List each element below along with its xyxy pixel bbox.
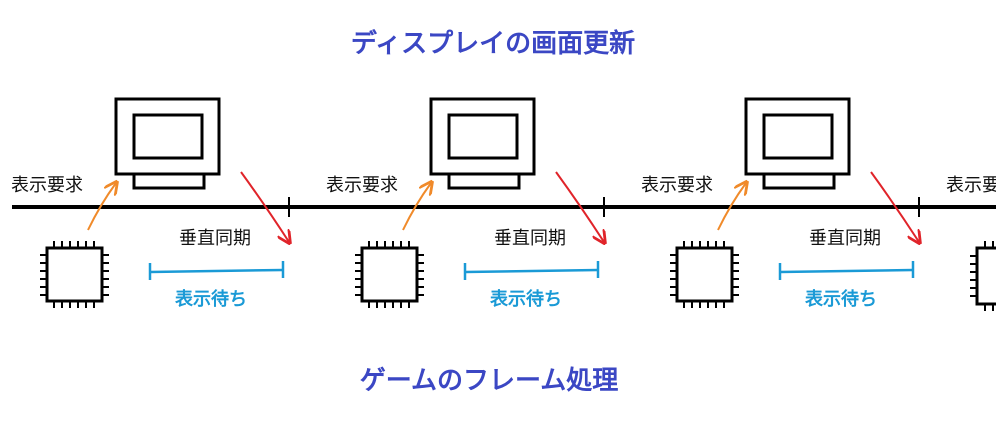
display-request-arrow xyxy=(402,183,431,231)
display-wait-bracket xyxy=(148,261,285,280)
vsync-arrow xyxy=(555,171,604,242)
display-wait-label: 表示待ち xyxy=(805,288,877,310)
display-request-label: 表示要求 xyxy=(326,175,398,196)
display-request-label: 表示要求 xyxy=(641,175,713,196)
display-request-arrow xyxy=(87,183,116,231)
cpu-chip-icon xyxy=(355,241,424,308)
display-wait-bracket xyxy=(778,261,915,280)
display-wait-label: 表示待ち xyxy=(175,288,247,310)
vsync-arrow xyxy=(870,171,919,242)
diagram-title-game-frame: ゲームのフレーム処理 xyxy=(360,366,618,396)
diagram-title-display-refresh: ディスプレイの画面更新 xyxy=(351,28,635,59)
cpu-chip-icon xyxy=(970,241,996,311)
monitor-icon xyxy=(744,97,851,190)
cpu-chip-icon xyxy=(670,241,739,308)
display-request-arrow xyxy=(717,183,746,231)
monitor-icon xyxy=(114,97,221,190)
vsync-label: 垂直同期 xyxy=(494,228,566,249)
monitor-icon xyxy=(429,97,536,190)
display-wait-bracket xyxy=(463,261,600,280)
vsync-label: 垂直同期 xyxy=(809,228,881,249)
cpu-chip-icon xyxy=(40,241,109,308)
vsync-label: 垂直同期 xyxy=(179,228,251,249)
display-request-label-clipped: 表示要 xyxy=(946,175,996,196)
vsync-arrow xyxy=(240,171,289,242)
display-wait-label: 表示待ち xyxy=(490,288,562,310)
display-request-label: 表示要求 xyxy=(11,175,83,196)
